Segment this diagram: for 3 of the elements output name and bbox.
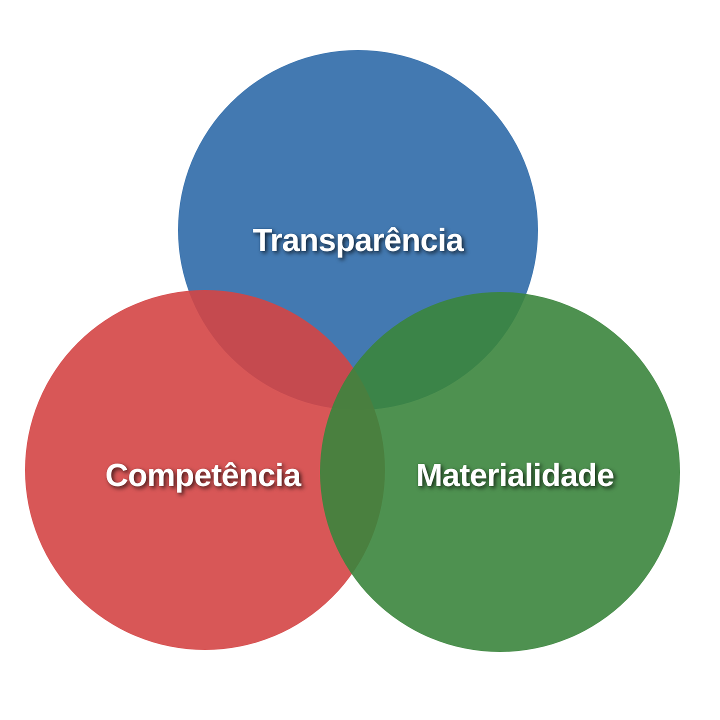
circle-label: Competência [105,456,301,494]
circle-label: Transparência [252,222,464,258]
circle-label: Materialidade [416,456,614,494]
